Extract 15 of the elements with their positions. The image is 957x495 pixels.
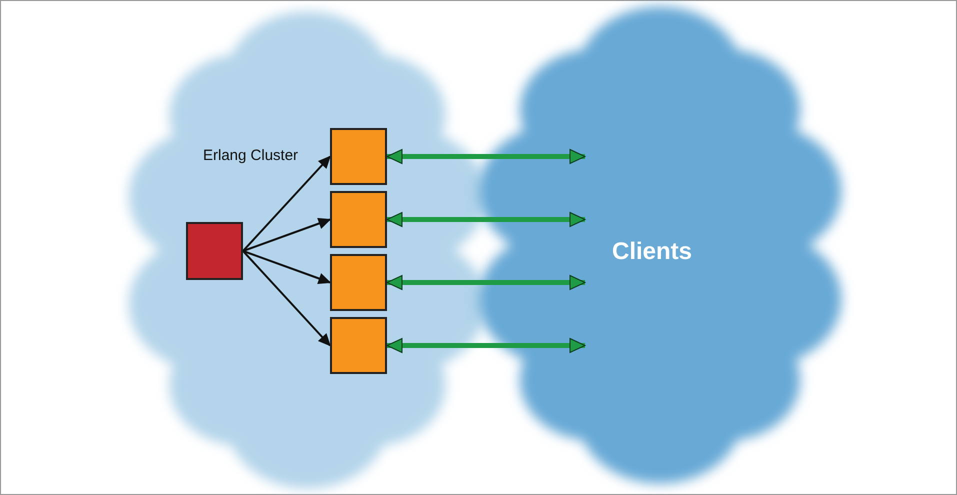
cloud-label: Clients	[612, 238, 692, 266]
arrow	[242, 156, 331, 252]
arrow	[242, 218, 330, 252]
double-arrow	[386, 149, 586, 164]
double-arrow	[386, 275, 586, 290]
double-arrow	[386, 338, 586, 353]
square-box	[186, 222, 243, 280]
arrow	[242, 250, 330, 284]
square-box	[330, 128, 387, 185]
double-arrow	[386, 212, 586, 227]
square-box	[330, 191, 387, 248]
cluster-label: Erlang Cluster	[203, 147, 298, 164]
square-box	[330, 254, 387, 311]
square-box	[330, 317, 387, 374]
arrow	[242, 250, 331, 346]
